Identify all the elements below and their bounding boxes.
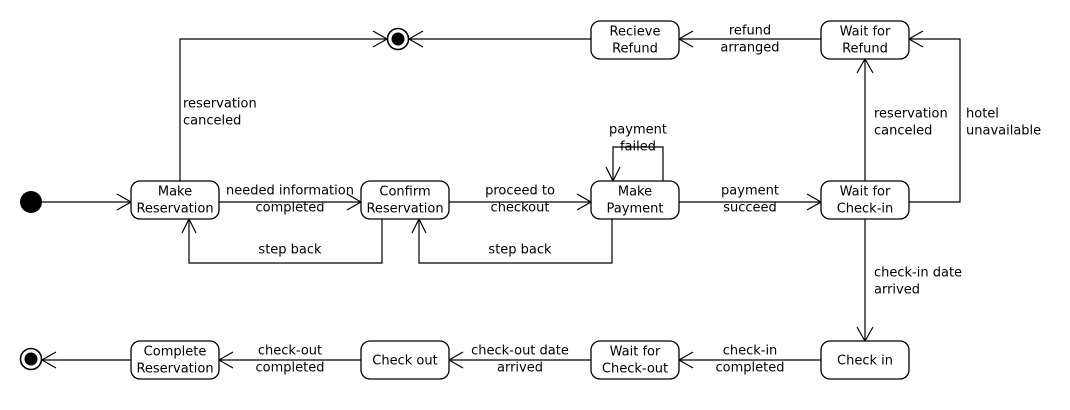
edge-reservation-canceled-to-wait-for-refund: reservation canceled <box>856 57 948 181</box>
state-label-make-reservation-line2: Reservation <box>136 202 213 217</box>
state-label-make-payment-line2: Payment <box>607 202 664 217</box>
edge-label-hotel-unavailable-line1: hotel <box>966 107 999 122</box>
state-label-complete-reservation-line2: Reservation <box>136 362 213 377</box>
state-label-recieve-refund-line1: Recieve <box>610 25 661 40</box>
final-node-bottom <box>19 347 43 371</box>
edge-payment-failed-self-loop: payment failed <box>605 123 667 183</box>
edge-step-back-confirm-to-make-reservation: step back <box>181 217 383 264</box>
edge-refund-arranged: refund arranged <box>677 24 821 56</box>
edge-step-back-payment-to-confirm: step back <box>411 217 613 264</box>
edge-label-payment-failed-line2: failed <box>620 140 656 155</box>
edge-label-checkin-completed-line2: completed <box>716 361 785 376</box>
state-label-wait-for-check-in-line1: Wait for <box>840 185 891 200</box>
state-label-check-in-line1: Check in <box>837 354 893 369</box>
edge-recieve-refund-to-final <box>407 30 591 48</box>
state-wait-for-check-in[interactable]: Wait for Check-in <box>820 180 910 220</box>
edge-check-out-date-arrived: check-out date arrived <box>447 344 591 376</box>
edge-label-checkin-date-line1: check-in date <box>874 266 962 281</box>
edge-check-in-completed: check-in completed <box>677 344 821 376</box>
state-complete-reservation[interactable]: Complete Reservation <box>130 340 220 380</box>
state-label-wait-for-check-in-line2: Check-in <box>837 202 894 217</box>
edge-label-checkin-completed-line1: check-in <box>723 344 778 359</box>
state-confirm-reservation[interactable]: Confirm Reservation <box>360 180 450 220</box>
edge-label-checkout-completed-line2: completed <box>256 361 325 376</box>
state-make-payment[interactable]: Make Payment <box>590 180 680 220</box>
state-label-make-reservation-line1: Make <box>158 185 192 200</box>
edge-label-reservation-canceled-left-line2: canceled <box>183 114 241 129</box>
edge-proceed-to-checkout: proceed to checkout <box>449 184 593 216</box>
edge-label-checkout-date-line1: check-out date <box>471 344 569 359</box>
edge-payment-succeed: payment succeed <box>679 184 823 216</box>
edge-label-proceed-line1: proceed to <box>485 184 555 199</box>
state-label-recieve-refund-line2: Refund <box>612 42 658 57</box>
state-label-confirm-reservation-line2: Reservation <box>366 202 443 217</box>
edge-reservation-canceled-to-final: reservation canceled <box>179 30 389 181</box>
edge-label-refund-arranged-line2: arranged <box>720 41 779 56</box>
initial-node <box>20 191 42 213</box>
edge-check-out-completed: check-out completed <box>217 344 361 376</box>
edge-label-hotel-unavailable-line2: unavailable <box>966 124 1041 139</box>
state-check-in[interactable]: Check in <box>820 340 910 380</box>
edge-label-step-back-1: step back <box>258 243 322 258</box>
edge-label-payment-succeed-line1: payment <box>721 184 779 199</box>
state-label-make-payment-line1: Make <box>618 185 652 200</box>
state-wait-for-check-out[interactable]: Wait for Check-out <box>590 340 680 380</box>
state-label-wait-for-check-out-line2: Check-out <box>602 362 668 377</box>
edge-label-needed-information-line2: completed <box>256 201 325 216</box>
edge-complete-reservation-to-final <box>40 351 131 369</box>
edge-hotel-unavailable: hotel unavailable <box>907 30 1041 203</box>
edge-label-step-back-2: step back <box>488 243 552 258</box>
edge-label-payment-succeed-line2: succeed <box>723 201 777 216</box>
edge-label-checkout-completed-line1: check-out <box>258 344 322 359</box>
state-label-wait-for-check-out-line1: Wait for <box>610 345 661 360</box>
edge-label-checkin-date-line2: arrived <box>874 283 920 298</box>
edge-label-payment-failed-line1: payment <box>609 123 667 138</box>
state-label-wait-for-refund-line2: Refund <box>842 42 888 57</box>
edge-label-reservation-canceled-right-line2: canceled <box>874 124 932 139</box>
edge-label-reservation-canceled-left-line1: reservation <box>183 97 257 112</box>
edge-start-to-make-reservation <box>42 193 133 211</box>
state-label-check-out-line1: Check out <box>372 354 437 369</box>
state-recieve-refund[interactable]: Recieve Refund <box>590 20 680 60</box>
state-label-confirm-reservation-line1: Confirm <box>379 185 430 200</box>
edge-label-proceed-line2: checkout <box>491 201 550 216</box>
state-wait-for-refund[interactable]: Wait for Refund <box>820 20 910 60</box>
edge-label-reservation-canceled-right-line1: reservation <box>874 107 948 122</box>
edge-label-checkout-date-line2: arrived <box>497 361 543 376</box>
edge-needed-information-completed: needed information completed <box>219 184 363 216</box>
state-label-complete-reservation-line1: Complete <box>144 345 207 360</box>
edge-label-refund-arranged-line1: refund <box>729 24 771 39</box>
state-make-reservation[interactable]: Make Reservation <box>130 180 220 220</box>
state-label-wait-for-refund-line1: Wait for <box>840 25 891 40</box>
state-check-out[interactable]: Check out <box>360 340 450 380</box>
edge-label-needed-information-line1: needed information <box>226 184 354 199</box>
edge-check-in-date-arrived: check-in date arrived <box>856 219 962 343</box>
final-node-top <box>386 27 410 51</box>
